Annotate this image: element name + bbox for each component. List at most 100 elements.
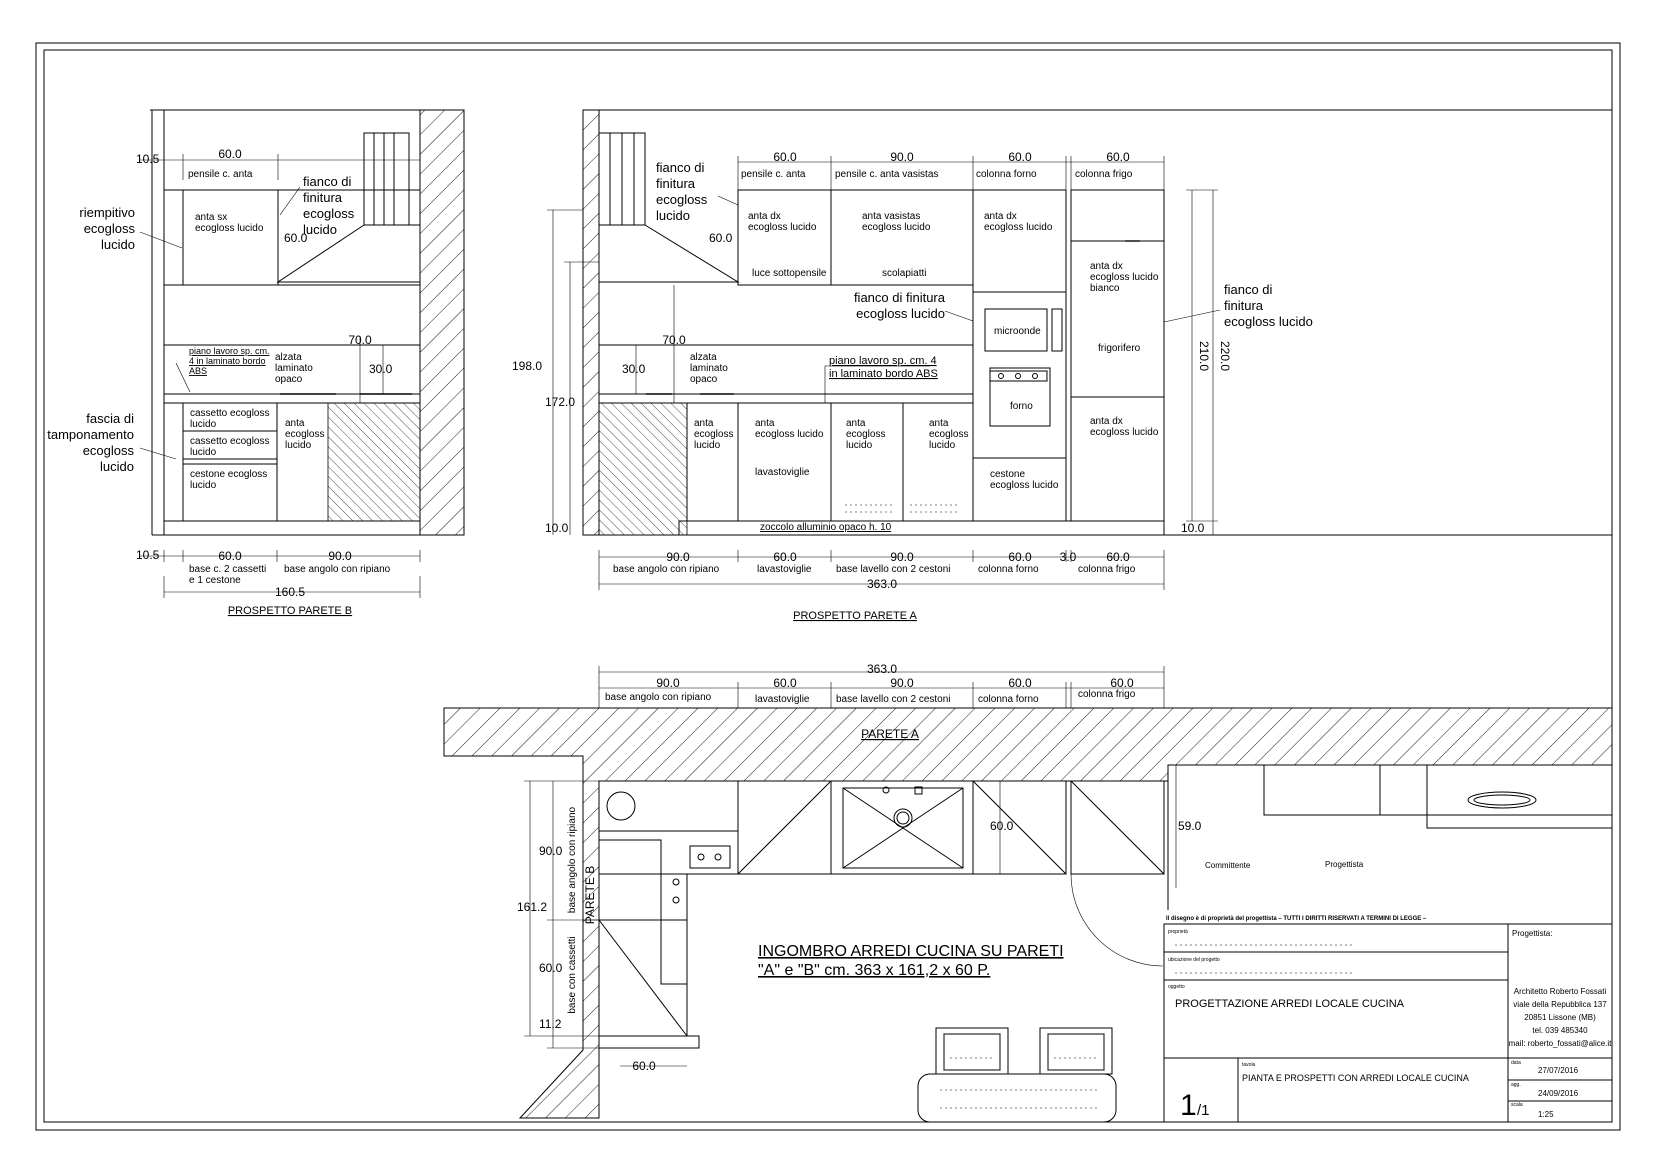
a-base-door-2b: ecogloss lucido xyxy=(755,429,824,440)
plan-dim-4: 60.0 xyxy=(1008,676,1032,690)
tb-progettista-label: Progettista: xyxy=(1512,929,1552,938)
a-top-label-3: colonna forno xyxy=(976,169,1037,180)
dim-a-70: 70.0 xyxy=(662,333,686,347)
a-worktop-1: piano lavoro sp. cm. 4 xyxy=(829,355,937,367)
dim-a-b-60-3: 60.0 xyxy=(1106,550,1130,564)
b-alzata-3: opaco xyxy=(275,374,303,385)
elevation-b-title: PROSPETTO PARETE B xyxy=(228,605,352,617)
b-anta-3: lucido xyxy=(285,440,312,451)
plan-dim-5: 60.0 xyxy=(1110,676,1134,690)
plan-label-4: colonna forno xyxy=(978,694,1039,705)
a-hood-note-3: ecogloss xyxy=(656,192,708,207)
dim-a-60-3: 60.0 xyxy=(1106,150,1130,164)
dim-a-b-60-1: 60.0 xyxy=(773,550,797,564)
filler-label-3: lucido xyxy=(101,237,135,252)
a-base-door-3: anta xyxy=(846,418,866,429)
a-microonde: microonde xyxy=(994,326,1041,337)
b-anta-sx: anta sx xyxy=(195,212,227,223)
plan-dim-3: 90.0 xyxy=(890,676,914,690)
dim-a-b-90-1: 90.0 xyxy=(666,550,690,564)
a-bottom-label-1: base angolo con ripiano xyxy=(613,564,720,575)
a-base-door-4: anta xyxy=(929,418,949,429)
a-fianco-center-2: ecogloss lucido xyxy=(856,306,945,321)
a-base-door-3c: lucido xyxy=(846,440,873,451)
dim-a-90: 90.0 xyxy=(890,150,914,164)
tb-oggetto-label: oggetto xyxy=(1168,984,1185,990)
fascia-2: tamponamento xyxy=(47,427,134,442)
dim-a-220: 220.0 xyxy=(1218,341,1232,371)
a-base-door-3b: ecogloss xyxy=(846,429,885,440)
fascia-3: ecogloss xyxy=(83,443,135,458)
plan-depth-60: 60.0 xyxy=(990,819,1014,833)
a-base-door-1c: lucido xyxy=(694,440,721,451)
dim-a-172: 172.0 xyxy=(545,395,575,409)
tb-oggetto: PROGETTAZIONE ARREDI LOCALE CUCINA xyxy=(1175,998,1405,1010)
plan-dim-1: 90.0 xyxy=(656,676,680,690)
a-base-door-1: anta xyxy=(694,418,714,429)
fascia-4: lucido xyxy=(100,459,134,474)
fascia-1: fascia di xyxy=(86,411,134,426)
b-anta-sx-2: ecogloss lucido xyxy=(195,223,264,234)
plan-parete-b: PARETE B xyxy=(583,866,597,924)
elevation-a-title: PROSPETTO PARETE A xyxy=(793,610,917,622)
b-anta-2: ecogloss xyxy=(285,429,324,440)
b-drawer-3: cestone ecogloss xyxy=(190,469,267,480)
b-drawer-2: cassetto ecogloss xyxy=(190,436,270,447)
plan-label-2: lavastoviglie xyxy=(755,694,810,705)
dim-b-30: 30.0 xyxy=(369,362,393,376)
dim-a-198: 198.0 xyxy=(512,359,542,373)
plan-depth-59: 59.0 xyxy=(1178,819,1202,833)
tb-ubicazione-label: ubicazione del progetto xyxy=(1168,957,1220,963)
tb-architect-2: viale della Repubblica 137 xyxy=(1513,1000,1607,1009)
tb-agg-label: agg. xyxy=(1511,1082,1521,1088)
elevation-b xyxy=(139,109,465,598)
a-fridge-door-3: bianco xyxy=(1090,283,1120,294)
a-luce: luce sottopensile xyxy=(752,268,827,279)
plan-left-label-1: base angolo con ripiano xyxy=(567,806,578,913)
a-alzata-1: alzata xyxy=(690,352,717,363)
a-hood-note-4: lucido xyxy=(656,208,690,223)
note-fianco-3: ecogloss xyxy=(303,206,355,221)
a-fridge-door-1: anta dx xyxy=(1090,261,1123,272)
a-wall-door-3b: ecogloss lucido xyxy=(984,222,1053,233)
tb-architect-1: Architetto Roberto Fossati xyxy=(1514,987,1607,996)
dim-b-90-bottom: 90.0 xyxy=(328,549,352,563)
tb-scale: 1:25 xyxy=(1538,1110,1554,1119)
a-forno: forno xyxy=(1010,401,1033,412)
a-wall-door-3: anta dx xyxy=(984,211,1017,222)
a-wall-door-1: anta dx xyxy=(748,211,781,222)
a-bottom-label-5: colonna frigo xyxy=(1078,564,1136,575)
a-wall-door-2b: ecogloss lucido xyxy=(862,222,931,233)
dim-a-30: 30.0 xyxy=(622,362,646,376)
b-anta-1: anta xyxy=(285,418,305,429)
a-hood-note-1: fianco di xyxy=(656,160,705,175)
a-cestone-1: cestone xyxy=(990,469,1025,480)
a-fridge-low-2: ecogloss lucido xyxy=(1090,427,1159,438)
plan-bottom-60: 60.0 xyxy=(632,1059,656,1073)
dim-a-10-right: 10.0 xyxy=(1181,521,1205,535)
plan-title-2: "A" e "B" cm. 363 x 161,2 x 60 P. xyxy=(758,962,990,979)
dim-a-total: 363.0 xyxy=(867,577,897,591)
tb-date-1: 27/07/2016 xyxy=(1538,1066,1579,1075)
a-frigorifero: frigorifero xyxy=(1098,343,1141,354)
note-fianco-1: fianco di xyxy=(303,174,352,189)
b-worktop-3: ABS xyxy=(189,366,207,376)
a-wall-door-2: anta vasistas xyxy=(862,211,920,222)
plan-title-1: INGOMBRO ARREDI CUCINA SU PARETI xyxy=(758,943,1064,960)
a-base-door-4b: ecogloss xyxy=(929,429,968,440)
plan-dim-2: 60.0 xyxy=(773,676,797,690)
a-right-note-1: fianco di xyxy=(1224,282,1273,297)
a-fridge-door-2: ecogloss lucido xyxy=(1090,272,1159,283)
label-pensile-c-anta: pensile c. anta xyxy=(188,169,253,180)
dim-b-total: 160.5 xyxy=(275,585,305,599)
a-top-label-4: colonna frigo xyxy=(1075,169,1133,180)
a-base-door-1b: ecogloss xyxy=(694,429,733,440)
plan-left-60: 60.0 xyxy=(539,961,563,975)
b-worktop-2: 4 in laminato bordo xyxy=(189,356,266,366)
plan-view xyxy=(443,666,1613,1123)
plan-parete-a: PARETE A xyxy=(861,727,919,741)
plan-label-5: colonna frigo xyxy=(1078,689,1136,700)
a-fridge-low-1: anta dx xyxy=(1090,416,1123,427)
a-fianco-center-1: fianco di finitura xyxy=(854,290,946,305)
dim-a-b-90-2: 90.0 xyxy=(890,550,914,564)
